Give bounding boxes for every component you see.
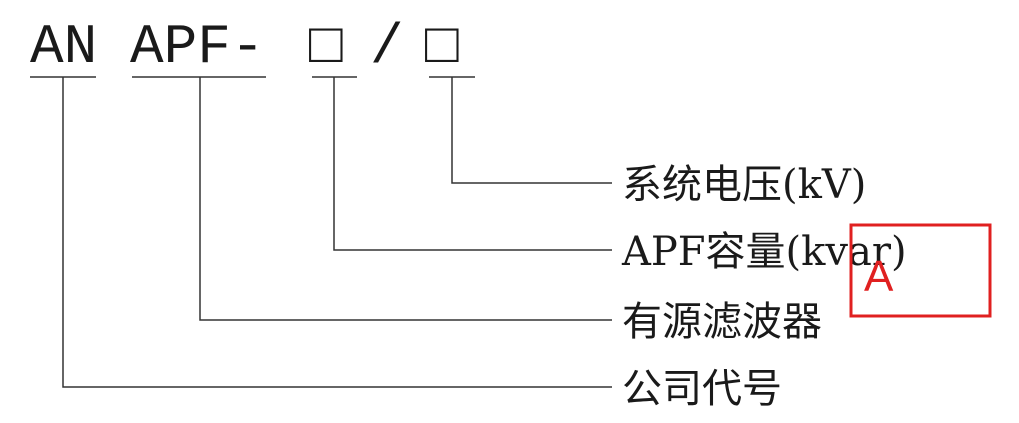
legend-company-code: 公司代号	[622, 366, 782, 412]
code-part-company: AN	[30, 15, 97, 79]
legend-system-voltage: 系统电压(kV)	[622, 162, 866, 208]
code-placeholder-voltage: □	[425, 15, 459, 79]
legend-active-filter: 有源滤波器	[622, 299, 822, 345]
annotation-label: A	[864, 252, 894, 301]
leader-lines	[62, 77, 612, 388]
leader-voltage	[451, 77, 612, 184]
code-placeholder-capacity: □	[309, 15, 343, 79]
leader-capacity	[333, 77, 612, 251]
code-part-product: APF-	[130, 15, 264, 79]
annotation-box: A	[849, 223, 992, 318]
leader-product	[199, 77, 612, 321]
legend-apf-capacity: APF容量(kvar)	[621, 229, 907, 275]
code-separator: /	[370, 15, 404, 79]
leader-company	[62, 77, 612, 388]
annotation-rect	[849, 223, 992, 318]
